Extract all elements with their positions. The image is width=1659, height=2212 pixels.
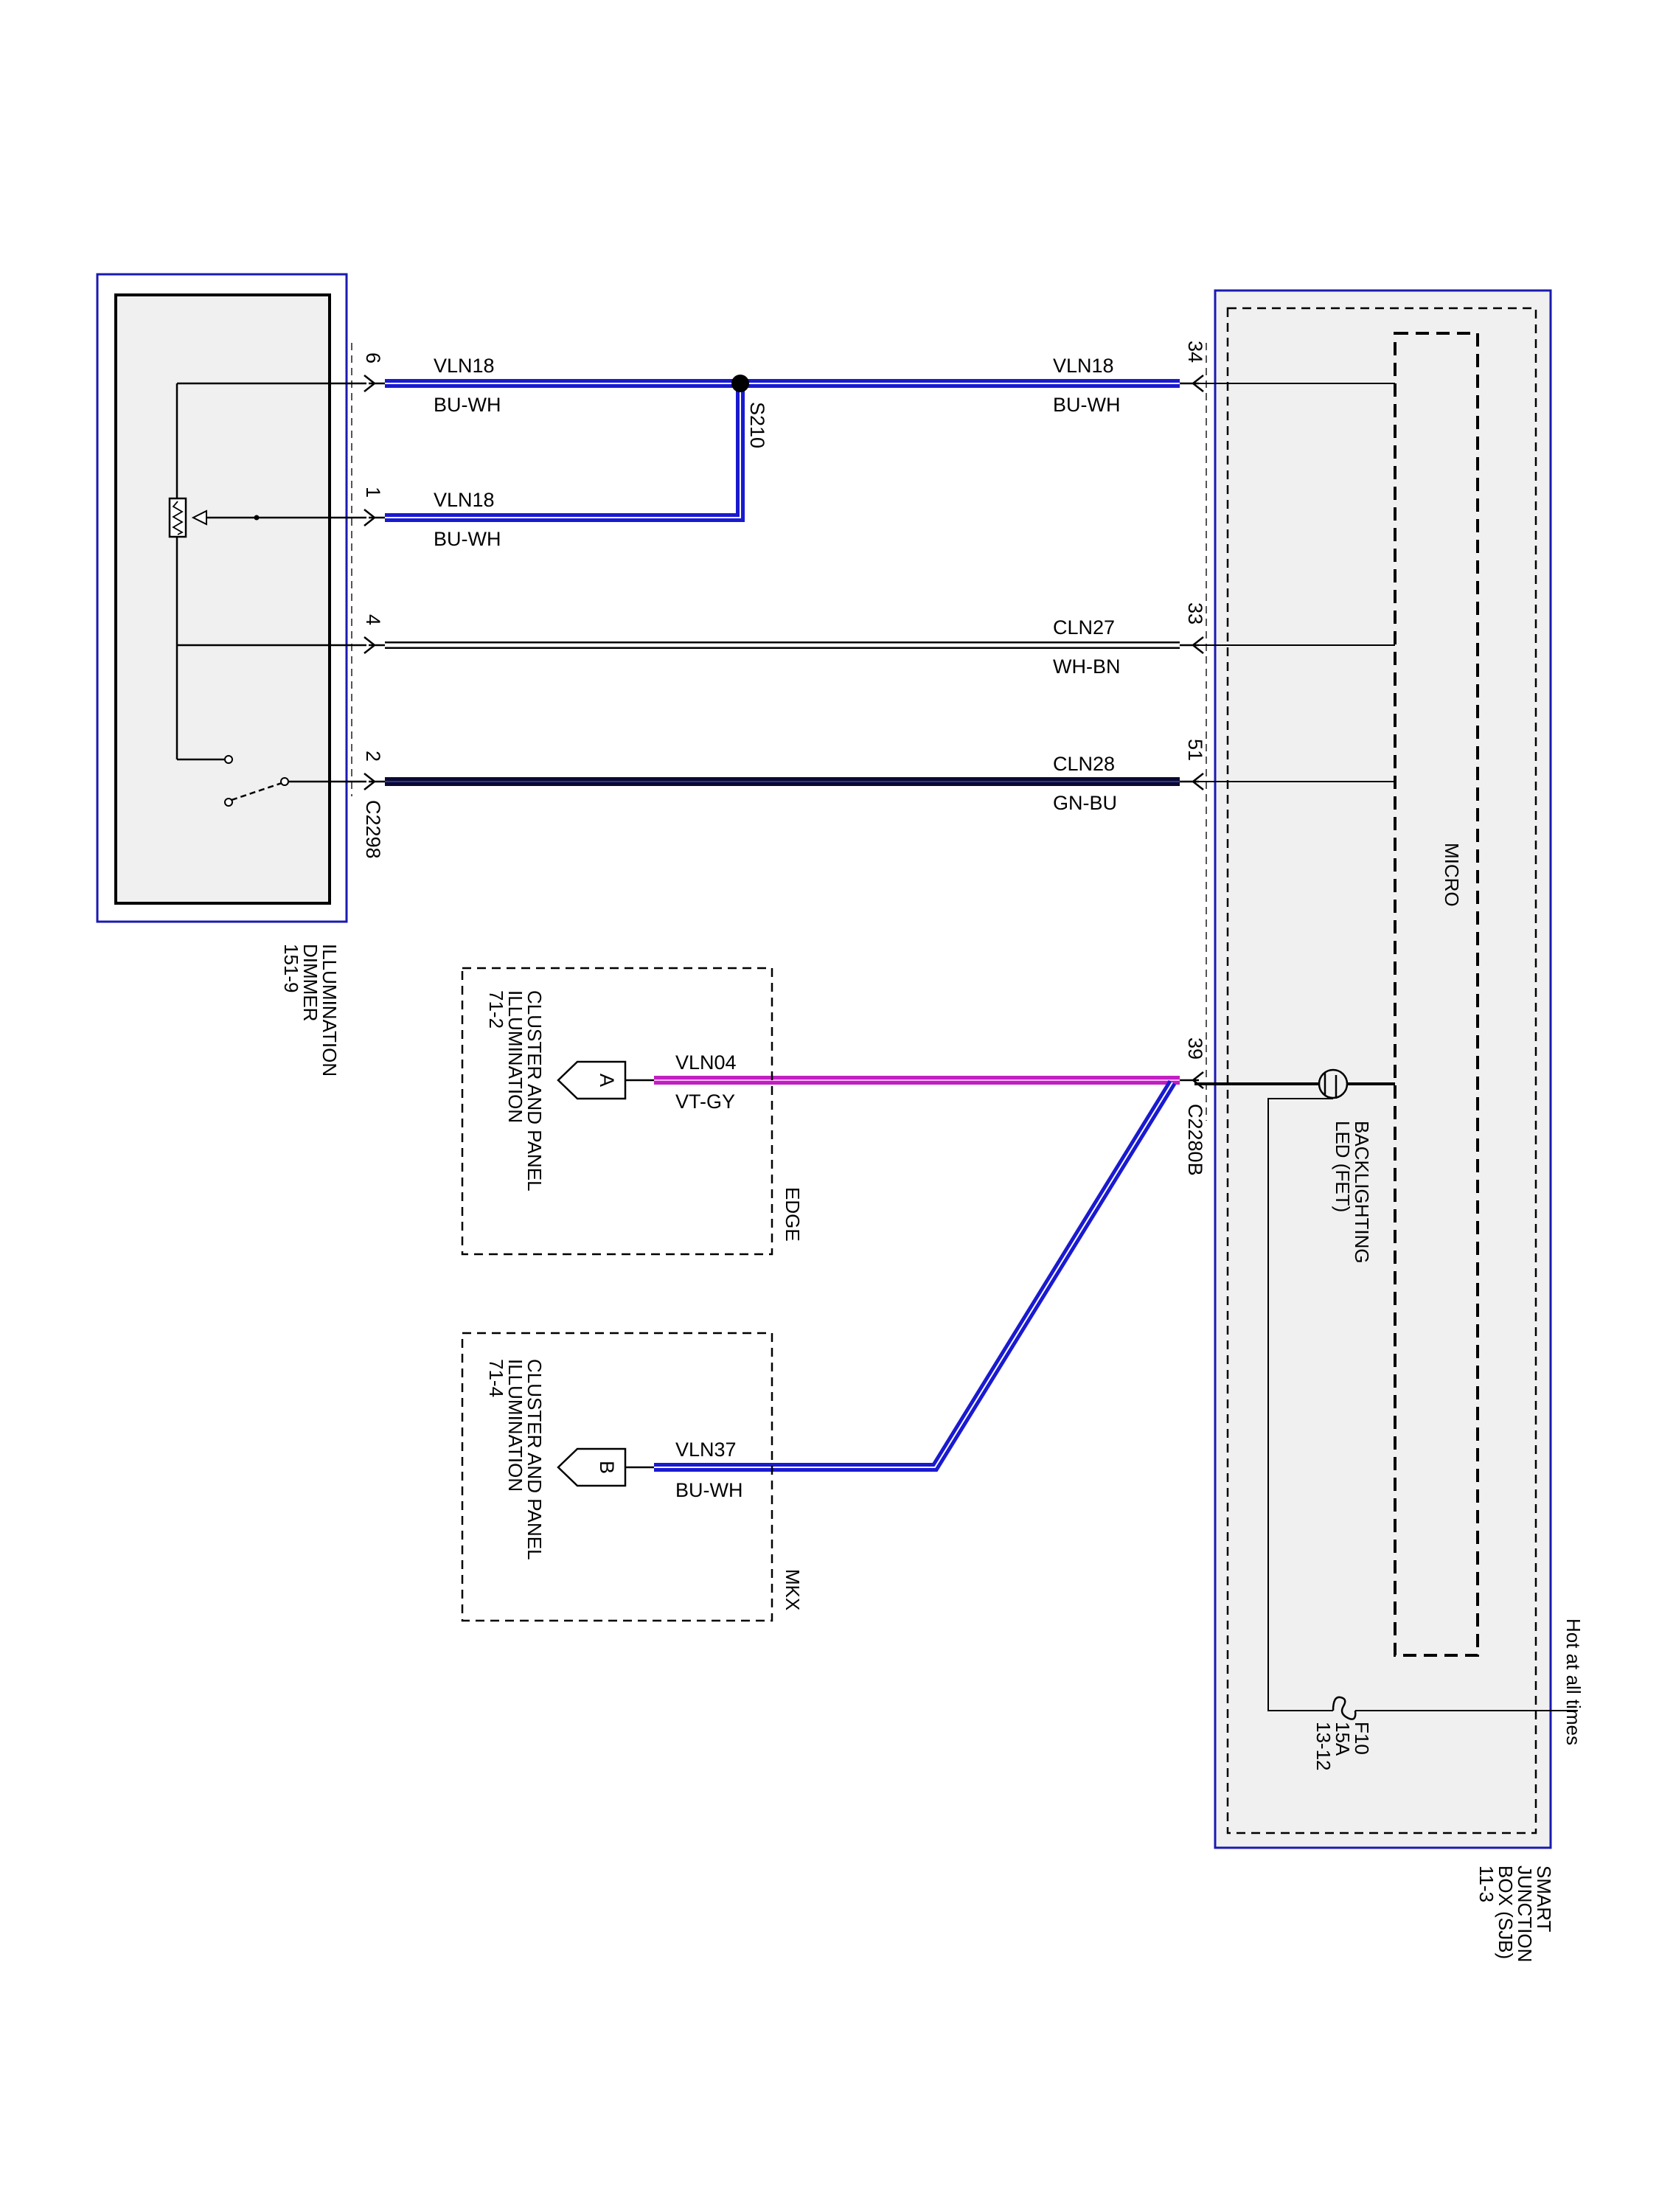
connector-c2298-label: C2298 bbox=[362, 800, 384, 859]
potentiometer-icon bbox=[168, 497, 187, 538]
fuse-label-line1: F10 bbox=[1351, 1722, 1373, 1755]
illumination-dimmer: 6 1 4 2 C2298 ILLUMINATION DIMMER 151-9 bbox=[96, 273, 385, 1077]
sjb-inner-dashed bbox=[1226, 307, 1537, 1834]
led-label-line1: BACKLIGHTING bbox=[1351, 1121, 1373, 1264]
dimmer-pin-1: 1 bbox=[362, 487, 384, 498]
dimmer-pin-4: 4 bbox=[362, 614, 384, 625]
mkx-title-line1: CLUSTER AND PANEL bbox=[524, 1359, 546, 1560]
sjb-title-line1: SMART bbox=[1533, 1865, 1555, 1933]
sjb-pin-51: 51 bbox=[1184, 739, 1206, 761]
lead-dot bbox=[254, 515, 260, 521]
wire-highlight bbox=[654, 1082, 1173, 1468]
dimmer-outer-border bbox=[96, 273, 348, 923]
sjb-pin-33: 33 bbox=[1184, 602, 1206, 625]
edge-title-line3: 71-2 bbox=[485, 990, 507, 1029]
mkx-dashed-box bbox=[461, 1332, 773, 1622]
dimmer-pin-arrows bbox=[364, 375, 385, 790]
dimmer-title-line1: ILLUMINATION bbox=[319, 944, 341, 1077]
switch-pivot bbox=[280, 777, 289, 786]
sjb-pin-arrows bbox=[1180, 375, 1204, 1089]
fet-icon bbox=[1318, 1068, 1349, 1099]
connector-a-label: A bbox=[596, 1074, 618, 1087]
wire-w5-circuit: CLN28 bbox=[1053, 753, 1115, 775]
wire-w7-circuit: VLN37 bbox=[675, 1439, 737, 1461]
resistor-zigzag bbox=[172, 501, 184, 535]
wire-w1-circuit: VLN18 bbox=[434, 355, 495, 377]
splice-s210-dot bbox=[731, 375, 749, 392]
wire-w4-circuit: CLN27 bbox=[1053, 616, 1115, 639]
wire-w6-color: VT-GY bbox=[675, 1091, 735, 1113]
dimmer-pin-2: 2 bbox=[362, 751, 384, 762]
wire-w3-circuit: VLN18 bbox=[1053, 355, 1114, 377]
dimmer-title-line2: DIMMER bbox=[299, 944, 321, 1021]
dimmer-body bbox=[114, 293, 331, 905]
wire-highlight bbox=[385, 386, 741, 518]
fuse-label-line2: 15A bbox=[1332, 1722, 1354, 1756]
smart-junction-box: MICRO 34 33 51 39 C2280B BACKLIGHTING LE… bbox=[1180, 289, 1585, 1962]
micro-label: MICRO bbox=[1441, 843, 1463, 907]
sjb-pin-39: 39 bbox=[1184, 1037, 1206, 1060]
wire-w7-color: BU-WH bbox=[675, 1479, 742, 1501]
micro-block bbox=[1394, 332, 1479, 1657]
wire-w4-color: WH-BN bbox=[1053, 655, 1120, 678]
switch-blade-icon bbox=[231, 782, 282, 801]
sjb-title-line2: JUNCTION bbox=[1514, 1865, 1536, 1962]
edge-variant-label: EDGE bbox=[782, 1187, 804, 1242]
wire-w2-circuit: VLN18 bbox=[434, 489, 495, 511]
power-source-label: Hot at all times bbox=[1562, 1618, 1585, 1745]
edge-title-line2: ILLUMINATION bbox=[504, 990, 526, 1123]
mkx-variant-label: MKX bbox=[782, 1569, 804, 1610]
fuse-f10-icon bbox=[1332, 1696, 1357, 1720]
wire-w6-circuit: VLN04 bbox=[675, 1051, 737, 1074]
sjb-title-line3: BOX (SJB) bbox=[1495, 1865, 1517, 1959]
fuse-label-line3: 13-12 bbox=[1312, 1722, 1335, 1771]
wire-w5-color: GN-BU bbox=[1053, 792, 1117, 814]
cluster-mkx: B CLUSTER AND PANEL ILLUMINATION 71-4 MK… bbox=[461, 1332, 804, 1622]
dimmer-title-line3: 151-9 bbox=[280, 944, 302, 993]
cluster-edge: A CLUSTER AND PANEL ILLUMINATION 71-2 ED… bbox=[461, 967, 804, 1256]
wires: S210 VLN18 BU-WH VLN18 BU-WH VLN18 BU-WH… bbox=[385, 355, 1180, 1501]
wire-w2-color: BU-WH bbox=[434, 528, 501, 550]
mkx-title-line2: ILLUMINATION bbox=[504, 1359, 526, 1492]
connector-b-label: B bbox=[596, 1461, 618, 1474]
connector-c2280b-label: C2280B bbox=[1184, 1104, 1206, 1176]
wire-vln37 bbox=[654, 1079, 1177, 1472]
splice-s210-label: S210 bbox=[746, 402, 768, 448]
fuse-feed-wire bbox=[1267, 1098, 1333, 1711]
edge-dashed-box bbox=[461, 967, 773, 1256]
dimmer-pin-6: 6 bbox=[362, 352, 384, 364]
led-label-line2: LED (FET) bbox=[1332, 1121, 1354, 1212]
switch-contact-upper bbox=[224, 755, 233, 764]
switch-contact-lower bbox=[224, 798, 233, 807]
wire-w1-color: BU-WH bbox=[434, 394, 501, 416]
sjb-pin-34: 34 bbox=[1184, 341, 1206, 363]
sjb-title-line4: 11-3 bbox=[1475, 1865, 1498, 1902]
edge-title-line1: CLUSTER AND PANEL bbox=[524, 990, 546, 1192]
wire-w3-color: BU-WH bbox=[1053, 394, 1120, 416]
mkx-title-line3: 71-4 bbox=[485, 1359, 507, 1397]
sjb-outer-border bbox=[1214, 289, 1552, 1849]
